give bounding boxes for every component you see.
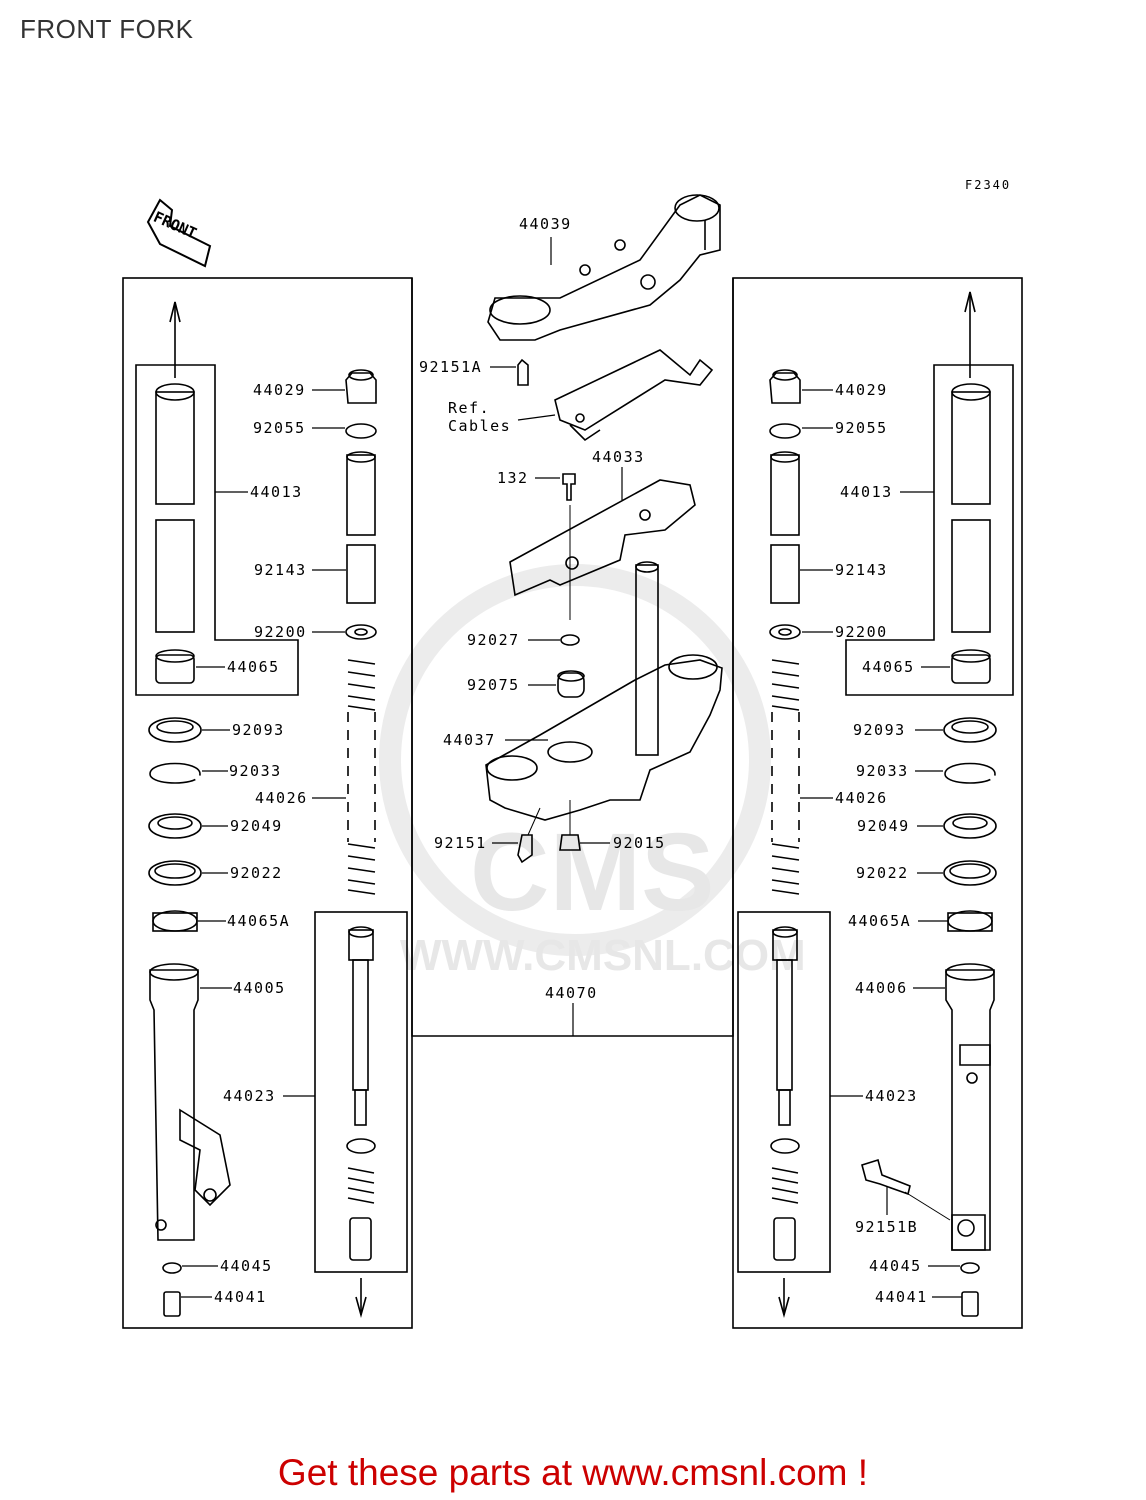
label-92033-left: 92033 — [229, 762, 282, 780]
ref-label-line1: Ref. — [448, 399, 490, 417]
label-44013-right: 44013 — [840, 483, 893, 501]
label-92151A: 92151A — [419, 358, 482, 376]
right-outer-tube-44006 — [945, 969, 995, 1251]
label-92015: 92015 — [613, 834, 666, 852]
left-damper-box — [314, 911, 408, 1273]
label-44045-right: 44045 — [869, 1257, 922, 1275]
label-92200-left: 92200 — [254, 623, 307, 641]
steering-stem-44037 — [485, 659, 723, 821]
label-44037: 44037 — [443, 731, 496, 749]
label-92143-left: 92143 — [254, 561, 307, 579]
left-column-parts — [148, 369, 377, 1317]
label-44026-right: 44026 — [835, 789, 888, 807]
label-92093-left: 92093 — [232, 721, 285, 739]
front-label: FRONT — [151, 208, 200, 243]
label-132: 132 — [497, 469, 529, 487]
cable-bracket — [554, 349, 714, 431]
label-44029-left: 44029 — [253, 381, 306, 399]
label-44006: 44006 — [855, 979, 908, 997]
label-44029-right: 44029 — [835, 381, 888, 399]
cms-watermark: CMS WWW.CMSNL.COM — [379, 564, 806, 980]
label-44065A-right: 44065A — [848, 912, 911, 930]
right-column-parts — [769, 369, 997, 1317]
label-92075: 92075 — [467, 676, 520, 694]
label-92200-right: 92200 — [835, 623, 888, 641]
label-44065A-left: 44065A — [227, 912, 290, 930]
label-92151B: 92151B — [855, 1218, 918, 1236]
label-92022-left: 92022 — [230, 864, 283, 882]
top-bracket-44039 — [487, 194, 721, 341]
label-44013-left: 44013 — [250, 483, 303, 501]
label-92055-right: 92055 — [835, 419, 888, 437]
label-44005: 44005 — [233, 979, 286, 997]
page-title: FRONT FORK — [20, 14, 194, 44]
label-44041-left: 44041 — [214, 1288, 267, 1306]
footer-promo: Get these parts at www.cmsnl.com ! — [0, 1452, 1146, 1494]
label-44041-right: 44041 — [875, 1288, 928, 1306]
figure-code: F2340 — [965, 178, 1012, 192]
label-92143-right: 92143 — [835, 561, 888, 579]
label-92093-right: 92093 — [853, 721, 906, 739]
cover-44033 — [509, 479, 696, 597]
label-44045-left: 44045 — [220, 1257, 273, 1275]
svg-text:CMS: CMS — [470, 811, 714, 934]
right-damper-box — [737, 911, 831, 1273]
label-92151: 92151 — [434, 834, 487, 852]
label-92055-left: 92055 — [253, 419, 306, 437]
label-92049-right: 92049 — [857, 817, 910, 835]
label-44065-right: 44065 — [862, 658, 915, 676]
label-44023-right: 44023 — [865, 1087, 918, 1105]
leader-lines — [181, 237, 962, 1298]
label-92027: 92027 — [467, 631, 520, 649]
ref-label-line2: Cables — [448, 417, 511, 435]
left-inner-tube-box — [135, 364, 299, 696]
label-44039: 44039 — [519, 215, 572, 233]
label-44023-left: 44023 — [223, 1087, 276, 1105]
svg-text:WWW.CMSNL.COM: WWW.CMSNL.COM — [400, 931, 806, 980]
footer-link[interactable]: Get these parts at www.cmsnl.com ! — [277, 1452, 869, 1493]
label-92033-right: 92033 — [856, 762, 909, 780]
left-outer-tube-44005 — [149, 969, 199, 1241]
label-44026-left: 44026 — [255, 789, 308, 807]
label-44033: 44033 — [592, 448, 645, 466]
right-inner-tube-box — [845, 364, 1014, 696]
label-92049-left: 92049 — [230, 817, 283, 835]
front-arrow-sign — [146, 198, 212, 268]
label-44070: 44070 — [545, 984, 598, 1002]
label-92022-right: 92022 — [856, 864, 909, 882]
label-44065-left: 44065 — [227, 658, 280, 676]
